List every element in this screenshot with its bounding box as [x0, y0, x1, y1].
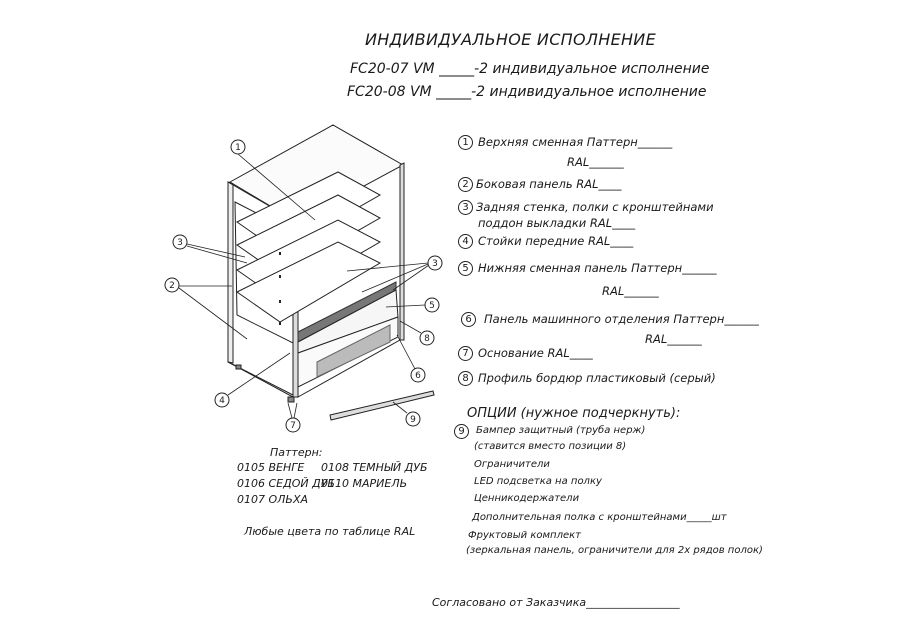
callout-label: 6 [415, 371, 421, 381]
callout-label: 8 [424, 334, 430, 344]
callout-label: 5 [429, 301, 435, 311]
pattern-item: 0105 ВЕНГЕ [237, 461, 305, 474]
part-text: Нижняя сменная панель Паттерн______ [478, 261, 717, 275]
part-extra: RAL______ [567, 155, 624, 169]
callout-label: 4 [219, 396, 225, 406]
callout-label: 3 [432, 259, 438, 269]
part-extra: поддон выкладки RAL____ [478, 216, 636, 230]
option-item: Ограничители [474, 459, 550, 470]
option-item: Ценникодержатели [474, 493, 580, 504]
options-heading: ОПЦИИ (нужное подчеркнуть): [467, 406, 681, 421]
option-item: LED подсветка на полку [474, 476, 602, 487]
patterns-heading: Паттерн: [270, 446, 323, 459]
callout-label: 9 [410, 415, 416, 425]
part-text: Панель машинного отделения Паттерн______ [484, 312, 759, 326]
part-number: 7 [458, 346, 473, 361]
option-item: (ставится вместо позиции 8) [474, 441, 627, 452]
part-number: 1 [458, 135, 473, 150]
part-text: Задняя стенка, полки с кронштейнами [476, 200, 714, 214]
model-line: FC20-07 VM _____-2 индивидуальное исполн… [350, 61, 710, 77]
callout-label: 3 [177, 238, 183, 248]
part-extra: RAL______ [602, 284, 659, 298]
callout-label: 1 [235, 143, 241, 153]
cabinet-body [227, 124, 435, 421]
option-number: 9 [454, 424, 469, 439]
callout-label: 7 [290, 421, 296, 431]
option-item: Фруктовый комплект [468, 530, 581, 541]
foot [287, 396, 295, 403]
part-number: 3 [458, 200, 473, 215]
part-text: Основание RAL____ [478, 346, 593, 360]
part-text: Верхняя сменная Паттерн______ [478, 135, 673, 149]
vent-grille [316, 324, 391, 378]
document-title: ИНДИВИДУАЛЬНОЕ ИСПОЛНЕНИЕ [365, 30, 656, 49]
part-number: 8 [458, 371, 473, 386]
pattern-item: 0108 ТЕМНЫЙ ДУБ [321, 461, 428, 474]
leader-lines [178, 153, 430, 419]
pattern-item: 0110 МАРИЕЛЬ [321, 477, 408, 490]
option-item: Дополнительная полка с кронштейнами_____… [472, 512, 727, 523]
part-text: Стойки передние RAL____ [478, 234, 634, 248]
pattern-item: 0107 ОЛЬХА [237, 493, 309, 506]
customer-approval: Согласовано от Заказчика________________… [432, 596, 680, 609]
bumper-bar [329, 390, 435, 421]
option-item: Бампер защитный (труба нерж) [476, 425, 646, 436]
pattern-item: 0106 СЕДОЙ ДУБ [237, 477, 335, 490]
shelves [236, 171, 382, 325]
option-item: (зеркальная панель, ограничители для 2х … [466, 545, 763, 556]
part-text: Боковая панель RAL____ [476, 177, 622, 191]
model-line: FC20-08 VM _____-2 индивидуальное исполн… [347, 84, 707, 100]
part-extra: RAL______ [645, 332, 702, 346]
callout-label: 2 [169, 281, 175, 291]
ral-note: Любые цвета по таблице RAL [244, 525, 416, 538]
part-number: 6 [461, 312, 476, 327]
part-number: 2 [458, 177, 473, 192]
callouts [164, 139, 443, 433]
part-number: 5 [458, 261, 473, 276]
part-text: Профиль бордюр пластиковый (серый) [478, 371, 716, 385]
part-number: 4 [458, 234, 473, 249]
